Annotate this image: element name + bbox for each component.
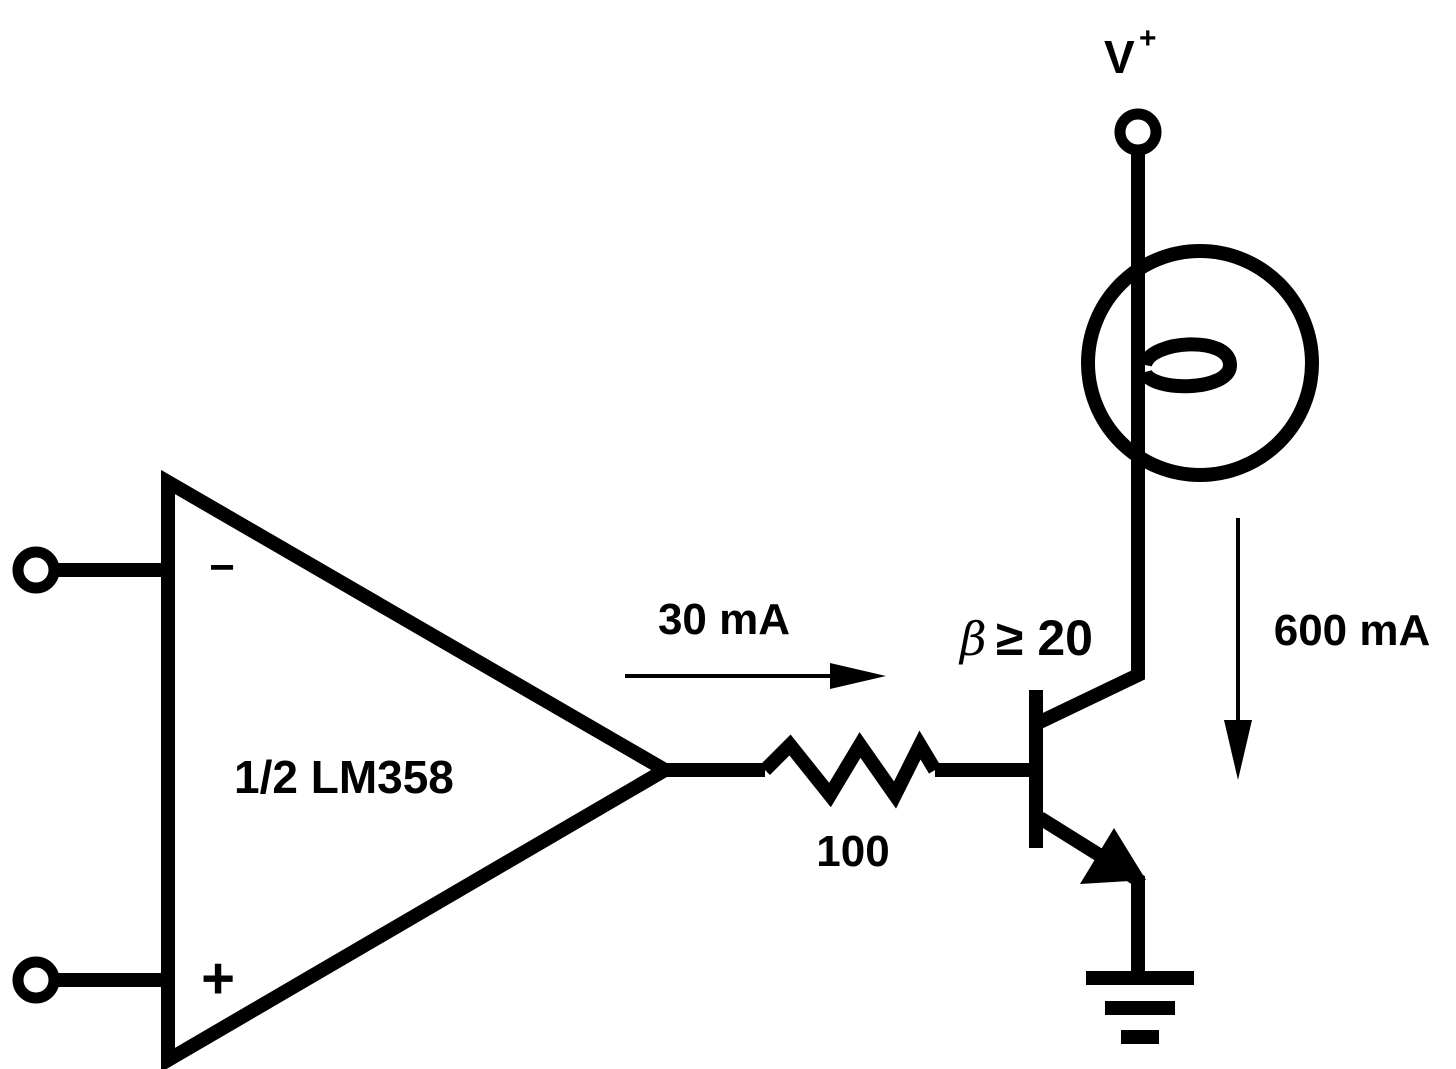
supply-label: V [1104, 31, 1135, 83]
opamp-triangle [161, 469, 679, 1069]
opamp-label: 1/2 LM358 [234, 751, 454, 803]
collector-current-arrow-head [1224, 720, 1252, 780]
ground-icon [1086, 971, 1194, 1044]
inverting-input-terminal[interactable] [12, 546, 60, 594]
transistor-emitter-lead [1036, 812, 1145, 975]
base-current-arrow-head [830, 663, 886, 689]
resistor-value: 100 [816, 827, 889, 876]
beta-symbol: β [958, 612, 987, 666]
inverting-input-label: − [209, 543, 235, 592]
collector-current-label: 600 mA [1274, 606, 1431, 655]
noninverting-input-terminal[interactable] [12, 956, 60, 1004]
resistor-zigzag [760, 730, 942, 809]
base-current-label: 30 mA [658, 595, 790, 644]
lamp-bulb-icon [1081, 244, 1319, 482]
supply-terminal[interactable] [1114, 108, 1162, 156]
beta-condition: ≥ 20 [996, 610, 1093, 666]
emitter-arrow-icon [1080, 828, 1146, 884]
transistor-collector-lead [1036, 465, 1145, 729]
noninverting-input-label: + [201, 946, 235, 1011]
supply-label-sup: + [1139, 22, 1157, 55]
lamp-filament-icon [1138, 337, 1238, 394]
